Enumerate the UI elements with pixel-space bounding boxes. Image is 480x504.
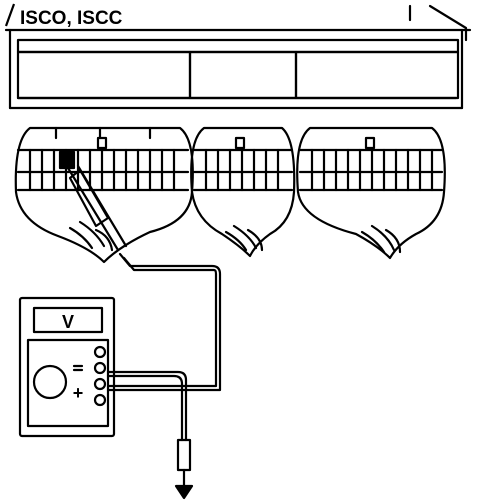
ecu-housing xyxy=(4,4,472,110)
multimeter xyxy=(18,296,116,438)
meter-polarity-label: + xyxy=(73,383,84,403)
label-slash-mark xyxy=(4,3,16,27)
terminal-label: ISCO, ISCC xyxy=(20,8,123,29)
connector-left xyxy=(14,126,194,264)
connector-right xyxy=(296,126,446,260)
connector-middle xyxy=(190,126,296,258)
meter-mode-label: V xyxy=(62,312,74,332)
test-lead-wires xyxy=(106,252,222,442)
test-probe xyxy=(58,150,128,252)
ground-probe xyxy=(174,438,194,500)
